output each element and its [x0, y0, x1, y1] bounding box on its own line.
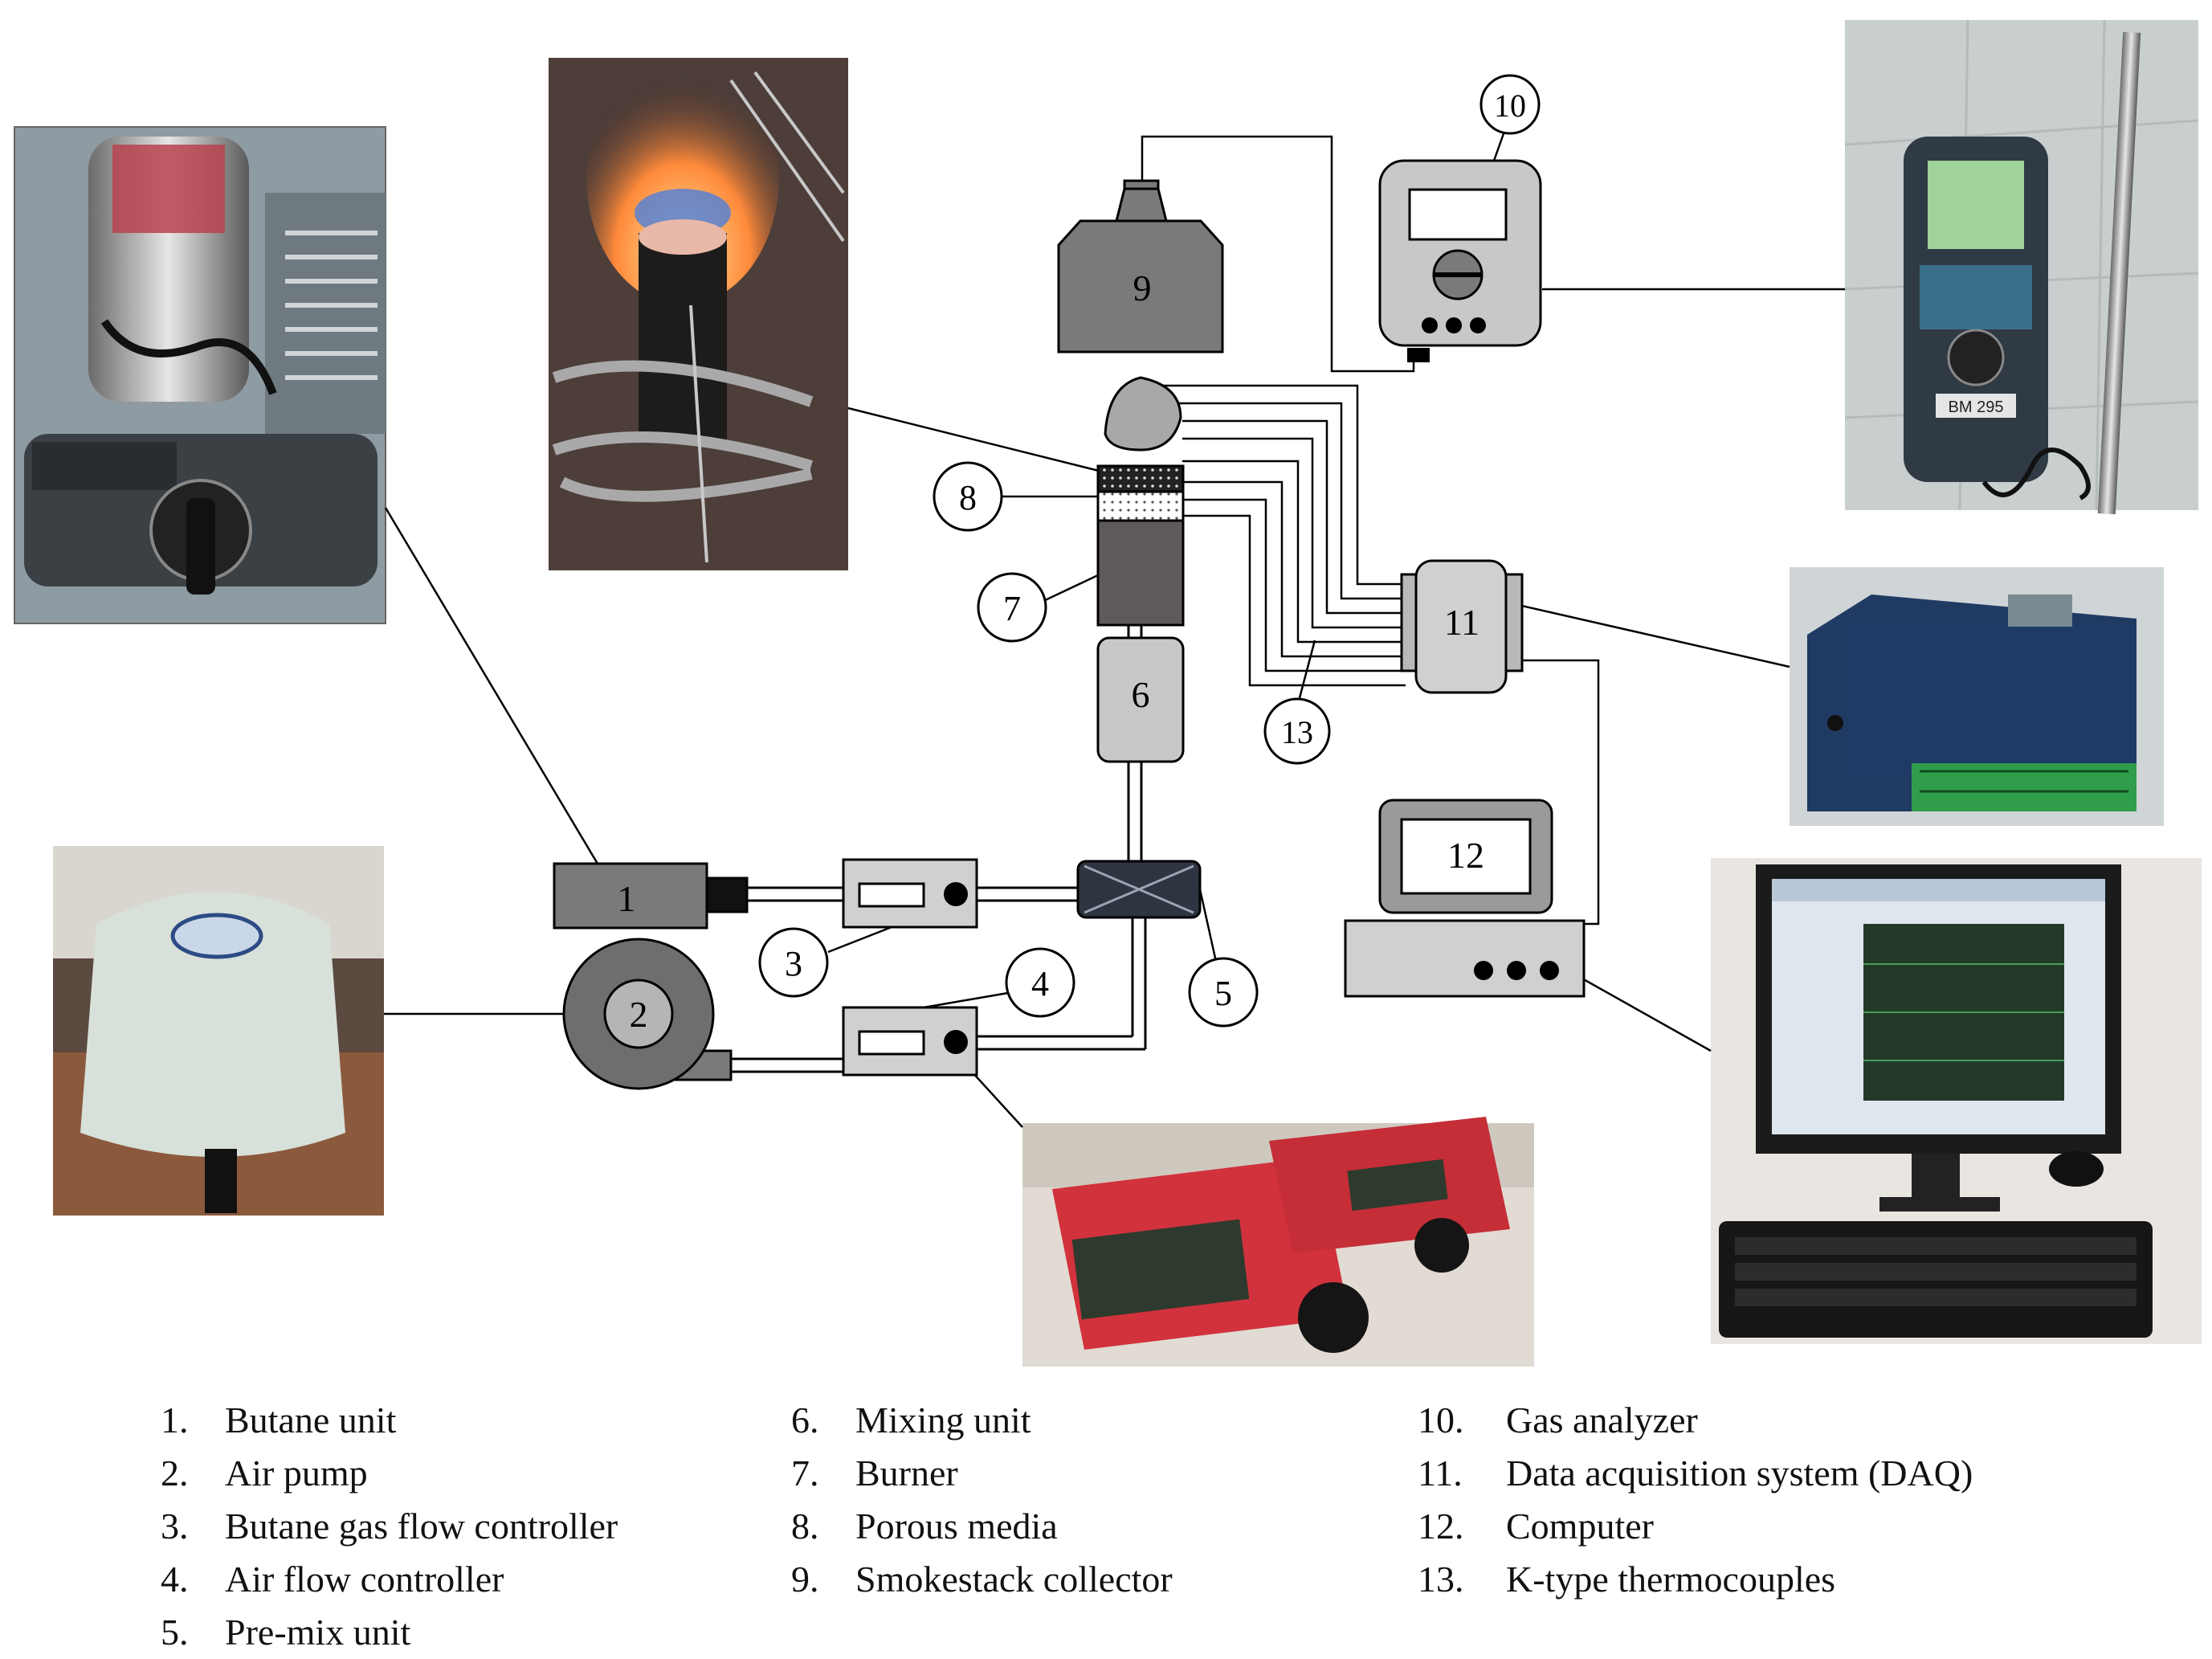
signal-wires — [1141, 135, 1600, 926]
photo-daq — [1790, 567, 2164, 826]
thermocouple-wires — [1139, 384, 1406, 687]
legend-item: 4. Air flow controller — [161, 1553, 618, 1606]
legend-item: 11. Data acquisition system (DAQ) — [1418, 1447, 1973, 1500]
callout-4: 4 — [1005, 947, 1075, 1018]
callout-8: 8 — [933, 461, 1003, 532]
legend-text: Butane gas flow controller — [225, 1506, 618, 1547]
air-pump-symbol: 2 — [562, 938, 733, 1090]
legend-item: 7. Burner — [791, 1447, 1173, 1500]
label-4: 4 — [1031, 964, 1049, 1003]
legend-column-3: 10. Gas analyzer 11. Data acquisition syst… — [1418, 1394, 1973, 1606]
legend-text: K-type thermocouples — [1506, 1559, 1836, 1600]
legend-text: Pre-mix unit — [225, 1612, 411, 1653]
legend-text: Smokestack collector — [855, 1559, 1173, 1600]
legend-item: 12. Computer — [1418, 1500, 1973, 1553]
callout-3: 3 — [758, 927, 829, 998]
photo-burner-flame — [549, 48, 848, 570]
legend-text: Gas analyzer — [1506, 1400, 1698, 1440]
computer-device: 12 — [1344, 799, 1586, 998]
smokestack-collector: 9 — [1057, 179, 1224, 353]
premix-unit-box — [1076, 860, 1202, 919]
label-8: 8 — [959, 478, 977, 517]
legend-text: Computer — [1506, 1506, 1654, 1547]
legend-item: 3. Butane gas flow controller — [161, 1500, 618, 1553]
legend-number: 9. — [791, 1559, 819, 1600]
legend-number: 4. — [161, 1559, 189, 1600]
burner-assembly — [1096, 376, 1185, 627]
label-2: 2 — [630, 994, 648, 1035]
photo-flow-controllers — [1022, 1117, 1534, 1367]
legend-item: 6. Mixing unit — [791, 1394, 1173, 1447]
label-13: 13 — [1281, 714, 1313, 750]
legend-number: 11. — [1418, 1453, 1463, 1494]
photo-butane-unit — [14, 126, 386, 624]
legend-item: 9. Smokestack collector — [791, 1553, 1173, 1606]
legend-text: Air pump — [225, 1453, 368, 1494]
legend-item: 1. Butane unit — [161, 1394, 618, 1447]
legend-item: 2. Air pump — [161, 1447, 618, 1500]
legend-number: 12. — [1418, 1506, 1464, 1547]
legend-number: 5. — [161, 1612, 189, 1653]
analyzer-screen-text: BM 295 — [1949, 398, 2004, 416]
legend-text: Butane unit — [225, 1400, 397, 1440]
pipes — [729, 625, 1147, 1073]
legend-number: 8. — [791, 1506, 819, 1547]
legend-item: 5. Pre-mix unit — [161, 1606, 618, 1659]
experimental-setup-diagram: BM 295 — [14, 19, 2202, 1367]
label-5: 5 — [1214, 974, 1232, 1013]
callout-10: 10 — [1479, 74, 1541, 135]
legend-number: 2. — [161, 1453, 189, 1494]
legend-number: 3. — [161, 1506, 189, 1547]
label-3: 3 — [785, 944, 802, 983]
legend-number: 13. — [1418, 1559, 1464, 1600]
legend-item: 8. Porous media — [791, 1500, 1173, 1553]
photo-air-pump — [53, 846, 384, 1216]
butane-flow-controller-box — [842, 858, 978, 929]
butane-unit-box: 1 — [553, 862, 749, 930]
label-1: 1 — [618, 878, 636, 919]
label-7: 7 — [1003, 589, 1021, 628]
gas-analyzer-device — [1378, 159, 1542, 362]
photo-computer — [1711, 858, 2202, 1344]
mixing-unit-box: 6 — [1096, 636, 1185, 763]
legend-number: 6. — [791, 1400, 819, 1440]
legend-number: 10. — [1418, 1400, 1464, 1440]
label-12: 12 — [1447, 835, 1484, 876]
label-10: 10 — [1494, 88, 1526, 124]
label-9: 9 — [1133, 268, 1152, 309]
photo-gas-analyzer: BM 295 — [1844, 19, 2199, 515]
label-11: 11 — [1444, 602, 1479, 643]
callout-5: 5 — [1188, 957, 1259, 1028]
legend-number: 7. — [791, 1453, 819, 1494]
legend-text: Burner — [855, 1453, 958, 1494]
callout-13: 13 — [1263, 697, 1331, 765]
legend-column-1: 1. Butane unit 2. Air pump 3. Butane gas fl… — [161, 1394, 618, 1659]
legend-text: Data acquisition system (DAQ) — [1506, 1453, 1973, 1494]
daq-device: 11 — [1400, 559, 1524, 694]
legend-item: 13. K-type thermocouples — [1418, 1553, 1973, 1606]
legend-item: 10. Gas analyzer — [1418, 1394, 1973, 1447]
air-flow-controller-box — [842, 1006, 978, 1077]
legend-text: Mixing unit — [855, 1400, 1031, 1440]
label-6: 6 — [1132, 674, 1150, 715]
legend-number: 1. — [161, 1400, 189, 1440]
legend-text: Porous media — [855, 1506, 1058, 1547]
callout-7: 7 — [977, 572, 1047, 643]
legend-column-2: 6. Mixing unit 7. Burner 8. Porous media 9.… — [791, 1394, 1173, 1606]
legend-text: Air flow controller — [225, 1559, 504, 1600]
